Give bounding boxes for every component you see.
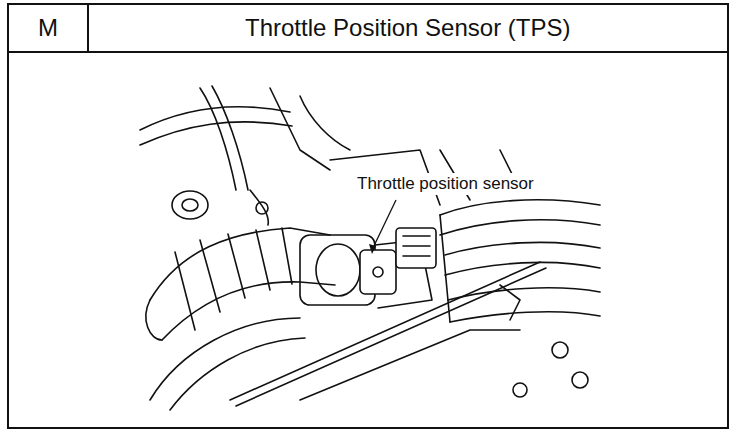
frame [8, 4, 728, 428]
part-label: Throttle position sensor [354, 173, 537, 195]
section-letter: M [38, 14, 58, 42]
page-title: Throttle Position Sensor (TPS) [245, 14, 570, 42]
engine-sketch [140, 86, 600, 410]
leader-line [369, 200, 396, 254]
